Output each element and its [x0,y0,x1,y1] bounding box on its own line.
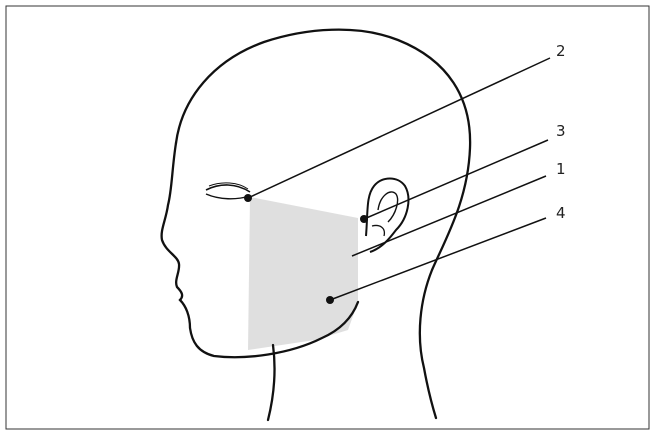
callout-label-2: 2 [556,42,566,60]
callout-label-4: 4 [556,204,566,222]
callout-label-3: 3 [556,122,566,140]
marker-point-3 [360,215,368,223]
marker-point-2 [244,194,252,202]
marker-point-4 [326,296,334,304]
callout-label-1: 1 [556,160,566,178]
